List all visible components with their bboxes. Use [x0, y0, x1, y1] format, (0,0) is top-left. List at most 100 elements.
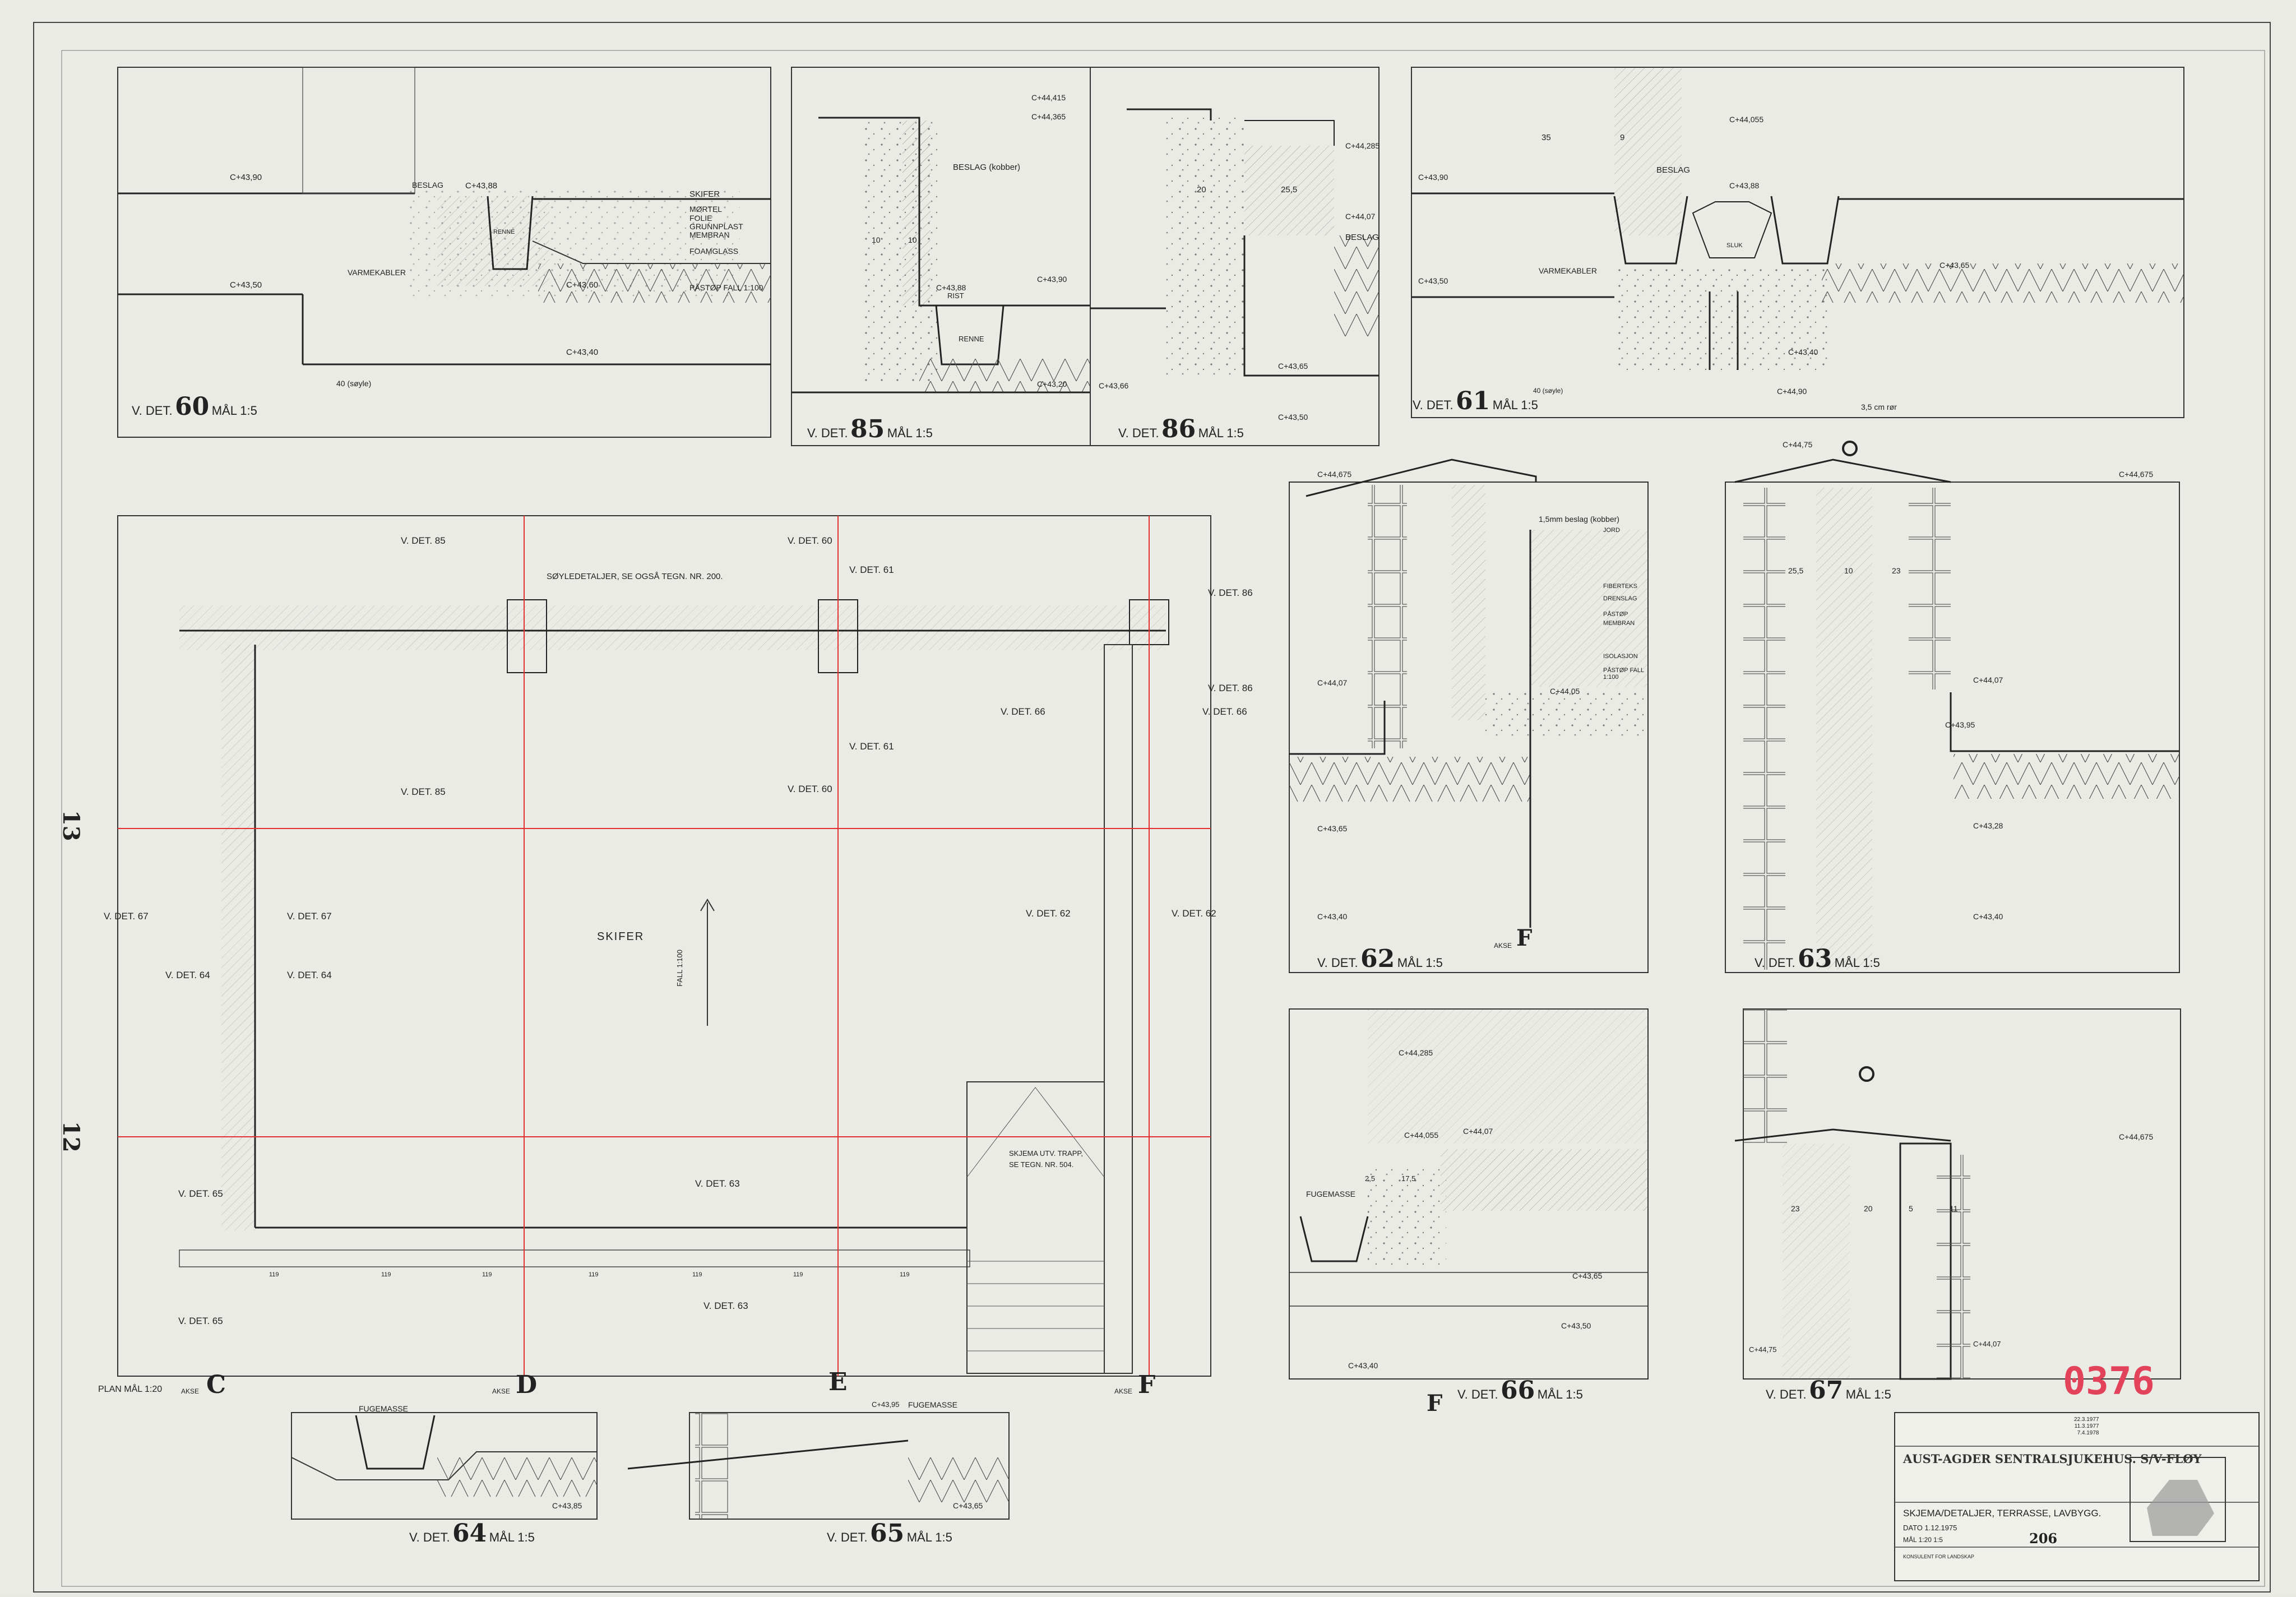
level-label: C+43,50	[1418, 276, 1448, 285]
title-detail-65: V. DET. 65 MÅL 1:5	[827, 1519, 952, 1548]
section-mark: V. DET. 86	[1208, 683, 1253, 693]
inner-border	[61, 50, 2265, 1587]
layer-label: BESLAG	[1656, 165, 1691, 175]
detail-63	[1725, 441, 2180, 973]
dim-label: 119	[269, 1271, 279, 1278]
level-label: C+43,40	[1973, 912, 2003, 921]
row-label-12: 12	[58, 1121, 84, 1152]
level-label: C+43,65	[1939, 261, 1970, 270]
section-mark: V. DET. 86	[1208, 587, 1253, 598]
dim-label: 11	[1950, 1204, 1958, 1213]
section-mark: V. DET. 85	[401, 786, 446, 797]
axis-label-c: C	[206, 1371, 226, 1399]
title-detail-85: V. DET. 85 MÅL 1:5	[807, 415, 933, 443]
layer-label: RENNE	[493, 229, 515, 235]
dim-label: 20	[1197, 185, 1206, 195]
title-detail-64: V. DET. 64 MÅL 1:5	[409, 1519, 535, 1548]
dim-label: 35	[1542, 133, 1551, 142]
stair-note-1: SKJEMA UTV. TRAPP,	[1009, 1149, 1083, 1158]
dim-label: 20	[1864, 1204, 1873, 1213]
row-label-13: 13	[58, 810, 84, 841]
layer-label: DRENSLAG	[1603, 595, 1637, 602]
pipe-icon	[1842, 441, 1858, 456]
level-label: C+43,90	[1037, 275, 1067, 284]
level-label: C+44,07	[1317, 678, 1348, 687]
level-label: C+44,415	[1031, 93, 1066, 102]
level-label: C+43,65	[1278, 362, 1308, 371]
level-label: C+44,675	[2119, 1132, 2154, 1141]
level-label: C+44,285	[1345, 141, 1380, 150]
axis-word: AKSE	[181, 1387, 200, 1395]
level-label: C+44,07	[1973, 1340, 2001, 1348]
axis-word: AKSE	[1494, 942, 1512, 950]
title-detail-62: V. DET. 62 MÅL 1:5	[1317, 945, 1443, 973]
section-mark: V. DET. 66	[1001, 706, 1045, 717]
title-detail-86: V. DET. 86 MÅL 1:5	[1118, 415, 1244, 443]
axis-label-f-62: F	[1516, 925, 1533, 951]
layer-label: FUGEMASSE	[359, 1404, 408, 1413]
level-label: C+43,40	[1788, 348, 1818, 357]
level-label: C+44,365	[1031, 112, 1066, 121]
layer-label: VARMEKABLER	[1539, 266, 1597, 275]
section-mark: V. DET. 64	[165, 970, 210, 980]
level-label: C+44,07	[1463, 1127, 1493, 1136]
level-label: C+44,285	[1399, 1048, 1433, 1057]
section-mark: V. DET. 60	[788, 784, 832, 794]
layer-label: RIST	[947, 291, 964, 300]
layer-label: FIBERTEKS	[1603, 583, 1637, 590]
layer-label: ISOLASJON	[1603, 653, 1638, 660]
level-label: C+43,65	[1317, 824, 1348, 833]
section-mark: V. DET. 62	[1172, 908, 1216, 919]
section-mark: V. DET. 85	[401, 535, 446, 546]
office-line: KONSULENT FOR LANDSKAP	[1903, 1554, 1974, 1559]
level-label: C+43,88	[936, 283, 966, 292]
section-mark: V. DET. 65	[178, 1188, 223, 1199]
layer-label: PÅSTØP FALL 1:100	[1603, 667, 1644, 681]
level-label: C+43,60	[566, 280, 599, 290]
title-detail-63: V. DET. 63 MÅL 1:5	[1755, 945, 1880, 973]
level-label: C+44,75	[1749, 1345, 1777, 1354]
drawing-date: DATO 1.12.1975	[1903, 1524, 1957, 1532]
section-mark: V. DET. 67	[104, 911, 149, 922]
section-mark: V. DET. 65	[178, 1316, 223, 1326]
section-mark: V. DET. 62	[1026, 908, 1071, 919]
level-label: C+43,95	[1945, 720, 1975, 729]
drawing-scale: MÅL 1:20 1:5	[1903, 1536, 1943, 1544]
revision-date: 7.4.1978	[2077, 1430, 2099, 1436]
drawing-subtitle: SKJEMA/DETALJER, TERRASSE, LAVBYGG.	[1903, 1508, 2101, 1519]
layer-label: SKIFER	[689, 189, 720, 199]
detail-60	[117, 67, 771, 438]
dim-label: 10	[872, 235, 881, 244]
layer-label: GRUNNPLAST	[689, 222, 743, 231]
layer-label: MEMBRAN	[689, 230, 730, 239]
pipe-label: 3,5 cm rør	[1861, 402, 1897, 411]
dim-label: 40 (søyle)	[1533, 387, 1563, 395]
drawing-number: 206	[2029, 1530, 2058, 1547]
layer-label: MEMBRAN	[1603, 620, 1635, 627]
dim-label: 119	[793, 1271, 803, 1278]
stair-note-2: SE TEGN. NR. 504.	[1009, 1160, 1074, 1169]
level-label: C+43,65	[1572, 1271, 1603, 1280]
layer-label: VARMEKABLER	[348, 268, 406, 277]
dim-label: 17,5	[1401, 1174, 1416, 1183]
layer-label: 1,5mm beslag (kobber)	[1539, 515, 1619, 524]
axis-label-f-66: F	[1427, 1390, 1443, 1417]
layer-label: FUGEMASSE	[908, 1400, 957, 1409]
detail-86	[1090, 67, 1380, 446]
outer-border	[33, 22, 2271, 1593]
dim-label: 10	[908, 235, 917, 244]
plan-label: PLAN MÅL 1:20	[98, 1385, 163, 1394]
level-label: C+43,20	[1037, 379, 1067, 388]
layer-label: FUGEMASSE	[1306, 1189, 1355, 1198]
dim-label: 119	[589, 1271, 599, 1278]
level-label: C+43,88	[1729, 181, 1760, 190]
dim-label: 119	[482, 1271, 492, 1278]
level-label: C+43,50	[230, 280, 262, 290]
level-label: C+44,05	[1550, 687, 1580, 696]
level-label: C+43,90	[1418, 173, 1448, 182]
dim-label: 25,5	[1281, 185, 1298, 195]
title-detail-61: V. DET. 61 MÅL 1:5	[1413, 387, 1538, 415]
